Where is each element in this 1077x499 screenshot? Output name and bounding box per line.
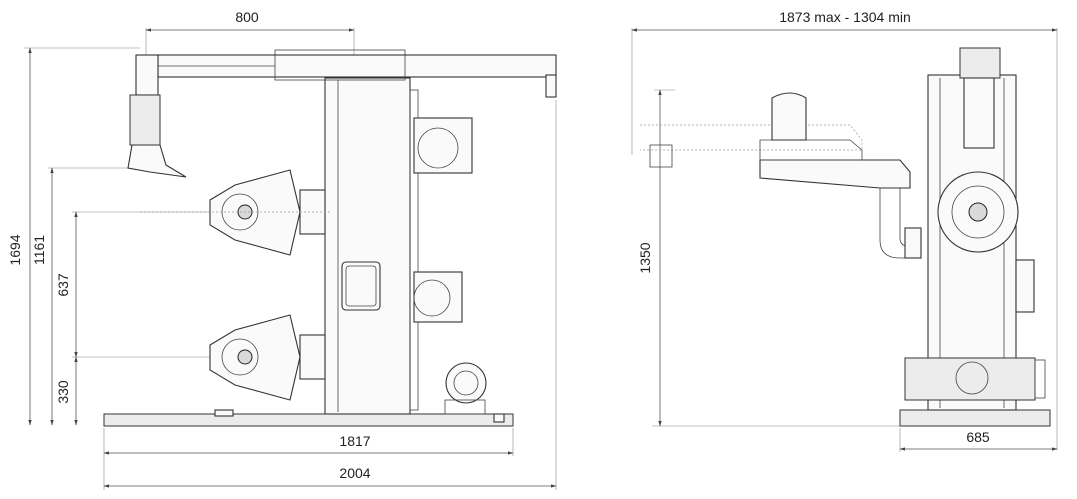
dimension-2004: 2004 (103, 465, 557, 488)
lower-wheel-assembly (209, 314, 326, 401)
dimension-1817: 1817 (103, 100, 557, 490)
dim-label-1694: 1694 (7, 234, 23, 265)
dim-label-1350: 1350 (637, 242, 653, 273)
dim-label-685: 685 (966, 429, 990, 445)
dim-label-2004: 2004 (339, 465, 370, 481)
upper-wheel-assembly (140, 169, 330, 256)
dim-label-330: 330 (55, 380, 71, 404)
dim-label-637: 637 (55, 273, 71, 297)
front-machine (103, 49, 557, 427)
dim-label-1817: 1817 (339, 433, 370, 449)
dimension-1161: 1161 (31, 167, 140, 426)
dim-label-800: 800 (235, 9, 259, 25)
side-view: 1873 max - 1304 min 1350 685 (631, 9, 1058, 452)
front-view: 800 1694 1161 637 330 18 (7, 9, 557, 490)
dimension-1694: 1694 (7, 47, 140, 426)
dimension-1350: 1350 (637, 89, 900, 427)
right-motors (413, 117, 487, 415)
dimension-arm-range: 1873 max - 1304 min (631, 9, 1058, 450)
dim-label-1161: 1161 (31, 235, 47, 265)
dimension-330: 330 (55, 356, 215, 426)
side-machine (640, 47, 1051, 427)
dimension-637: 637 (55, 211, 215, 358)
dimension-685: 685 (899, 428, 1058, 452)
dimension-800: 800 (145, 9, 355, 60)
dim-label-arm-range: 1873 max - 1304 min (779, 9, 911, 25)
